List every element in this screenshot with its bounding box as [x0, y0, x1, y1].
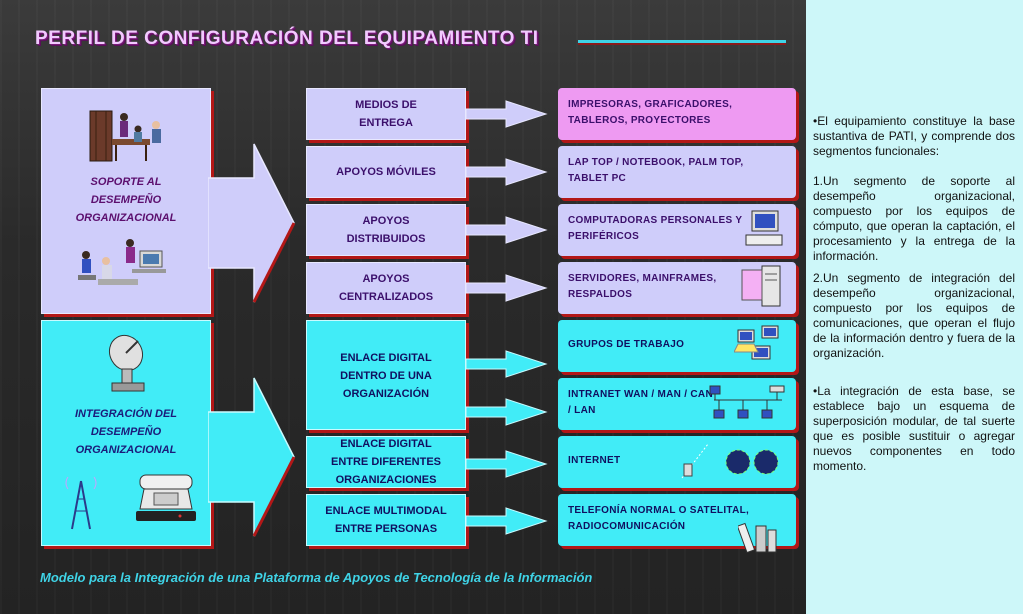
radio-tower-icon: [65, 476, 97, 530]
middle-label-4: APOYOS CENTRALIZADOS: [338, 273, 434, 303]
middle-box-7: ENLACE MULTIMODAL ENTRE PERSONAS: [306, 494, 466, 546]
support-label: SOPORTE AL DESEMPEÑO ORGANIZACIONAL: [75, 176, 177, 224]
middle-label-1: MEDIOS DE ENTREGA: [355, 99, 417, 129]
sidebar-paragraph-3: 2.Un segmento de integración del desempe…: [813, 271, 1015, 360]
right-box-5: GRUPOS DE TRABAJO: [558, 320, 796, 372]
sidebar-paragraph-1: •El equipamiento constituye la base sust…: [813, 114, 1015, 158]
middle-label-2: APOYOS MÓVILES: [336, 166, 436, 178]
support-block: SOPORTE AL DESEMPEÑO ORGANIZACIONAL: [41, 88, 211, 314]
right-box-1: IMPRESORAS, GRAFICADORES, TABLEROS, PROY…: [558, 88, 796, 140]
integration-label: INTEGRACIÓN DEL DESEMPEÑO ORGANIZACIONAL: [74, 408, 178, 456]
slide-title: PERFIL DE CONFIGURACIÓN DEL EQUIPAMIENTO…: [35, 28, 539, 49]
slide: PERFIL DE CONFIGURACIÓN DEL EQUIPAMIENTO…: [0, 0, 806, 614]
right-label-1: IMPRESORAS, GRAFICADORES, TABLEROS, PROY…: [568, 99, 733, 126]
office-desk-icon: [89, 110, 161, 162]
middle-box-3: APOYOS DISTRIBUIDOS: [306, 204, 466, 256]
middle-box-2: APOYOS MÓVILES: [306, 146, 466, 198]
right-label-5: GRUPOS DE TRABAJO: [568, 339, 685, 350]
sidebar-paragraph-4: •La integración de esta base, se estable…: [813, 384, 1015, 473]
big-arrow-support: [208, 143, 296, 303]
middle-label-6: ENLACE DIGITAL ENTRE DIFERENTES ORGANIZA…: [330, 438, 441, 486]
middle-box-4: APOYOS CENTRALIZADOS: [306, 262, 466, 314]
middle-box-1: MEDIOS DE ENTREGA: [306, 88, 466, 140]
middle-label-7: ENLACE MULTIMODAL ENTRE PERSONAS: [325, 505, 447, 535]
phone-handset-icon: [738, 522, 777, 554]
small-arrows: [466, 100, 548, 535]
right-box-7: INTERNET: [558, 436, 796, 488]
middle-box-6: ENLACE DIGITAL ENTRE DIFERENTES ORGANIZA…: [306, 436, 466, 488]
middle-label-3: APOYOS DISTRIBUIDOS: [346, 215, 426, 245]
diagram-caption: Modelo para la Integración de una Plataf…: [40, 570, 593, 585]
right-box-8: TELEFONÍA NORMAL O SATELITAL, RADIOCOMUN…: [558, 494, 796, 554]
right-label-6: INTRANET WAN / MAN / CAN / LAN: [568, 389, 713, 416]
sidebar-paragraph-2: 1.Un segmento de soporte al desempeño or…: [813, 174, 1015, 263]
network-lan-icon: [709, 385, 785, 419]
right-label-8: TELEFONÍA NORMAL O SATELITAL, RADIOCOMUN…: [568, 505, 750, 532]
monitor-icon: [745, 210, 783, 246]
people-workstation-icon: [78, 239, 166, 285]
workgroup-computers-icon: [734, 325, 779, 360]
globe-internet-icon: [681, 443, 779, 479]
server-tower-icon: [741, 265, 781, 307]
big-arrow-integration: [208, 377, 296, 537]
right-box-6: INTRANET WAN / MAN / CAN / LAN: [558, 378, 796, 430]
sidebar-text: •El equipamiento constituye la base sust…: [813, 0, 1015, 474]
right-label-3: COMPUTADORAS PERSONALES Y PERIFÉRICOS: [568, 215, 743, 242]
integration-block: INTEGRACIÓN DEL DESEMPEÑO ORGANIZACIONAL: [41, 320, 211, 546]
satellite-dish-icon: [108, 334, 145, 392]
right-box-2: LAP TOP / NOTEBOOK, PALM TOP, TABLET PC: [558, 146, 796, 198]
right-label-2: LAP TOP / NOTEBOOK, PALM TOP, TABLET PC: [568, 157, 744, 184]
right-label-7: INTERNET: [568, 455, 621, 466]
middle-box-5: ENLACE DIGITAL DENTRO DE UNA ORGANIZACIÓ…: [306, 320, 466, 430]
title-underline: [578, 40, 786, 43]
right-box-3: COMPUTADORAS PERSONALES Y PERIFÉRICOS: [558, 204, 796, 256]
right-label-4: SERVIDORES, MAINFRAMES, RESPALDOS: [568, 273, 717, 300]
right-box-4: SERVIDORES, MAINFRAMES, RESPALDOS: [558, 262, 796, 314]
middle-label-5: ENLACE DIGITAL DENTRO DE UNA ORGANIZACIÓ…: [340, 352, 432, 400]
telephone-icon: [136, 474, 196, 521]
